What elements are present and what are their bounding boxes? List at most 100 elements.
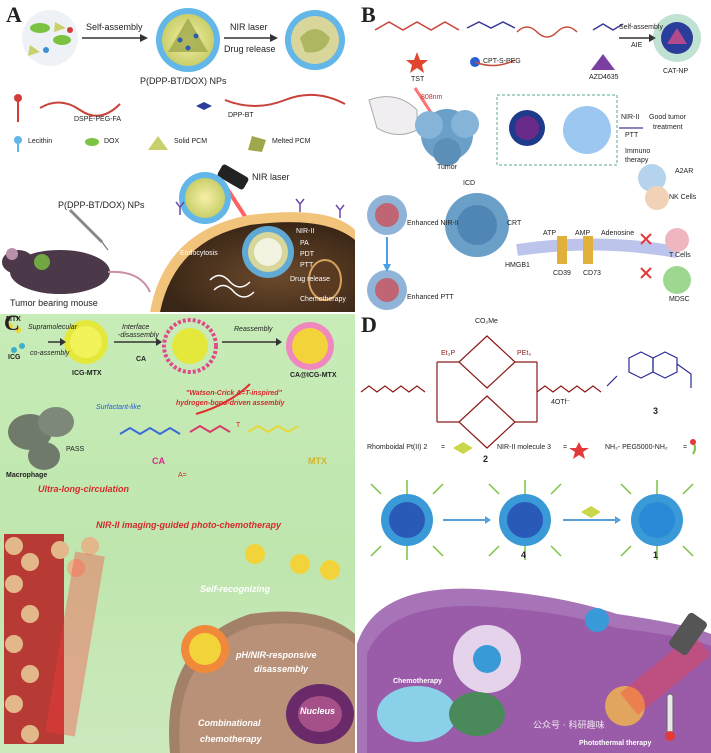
legend-solid: Solid PCM	[174, 138, 208, 145]
panel-a-letter: A	[6, 2, 22, 27]
nir-laser-label: NIR laser	[230, 22, 268, 32]
pass-label: PASS	[66, 446, 85, 453]
panel-c-graphic	[4, 318, 355, 753]
t-eq-label: T	[236, 422, 241, 429]
legend-melted: Melted PCM	[272, 138, 311, 145]
a-eq-label: A=	[178, 472, 187, 479]
drug-release-label: Drug release	[224, 44, 276, 54]
self-recog-label: Self-recognizing	[200, 584, 271, 594]
surfactant-label: Surfactant-like	[96, 404, 141, 411]
immuno-label-2: therapy	[625, 157, 649, 164]
watson-label-2: hydrogen-bond-driven assembly	[176, 400, 285, 407]
nucleus-label: Nucleus	[300, 706, 336, 716]
legend-dspe: DSPE-PEG-FA	[74, 116, 122, 123]
np-melted	[285, 10, 345, 70]
rhomb-label: Rhomboidal Pt(II) 2	[367, 444, 428, 451]
cell-label-pa: PA	[300, 240, 309, 247]
cd73-label: CD73	[583, 270, 601, 277]
cell-label-ptt: PTT	[300, 262, 314, 269]
atp-label: ATP	[543, 230, 557, 237]
mouse-illustration	[2, 248, 151, 294]
np-solid	[156, 8, 220, 72]
interface-label-1: Interface	[122, 324, 150, 331]
ca-mol-label: CA	[152, 456, 165, 466]
nps-label: P(DPP-BT/DOX) NPs	[140, 76, 227, 86]
self-assembly-label: Self-assembly	[86, 22, 143, 32]
nir-ptt-label-1: NIR-II	[621, 114, 640, 121]
nps-label-2: P(DPP-BT/DOX) NPs	[58, 200, 145, 210]
legend-dppbt: DPP-BT	[228, 112, 254, 119]
macrophage-label: Macrophage	[6, 472, 48, 479]
hmgb1-label: HMGB1	[505, 262, 530, 269]
good-label-2: treatment	[653, 124, 683, 131]
panel-b: B TST CPT-S-PEG AZD4635 Self-assembly AI…	[357, 0, 711, 312]
peg-label: NH₂- PEG5000-NH₂	[605, 444, 668, 451]
tst-label: TST	[411, 76, 425, 83]
laser-label: 808nm	[421, 94, 443, 101]
mdsc-label: MDSC	[669, 296, 690, 303]
panel-b-graphic	[367, 14, 701, 310]
panel-b-letter: B	[361, 2, 376, 27]
pet3-label: PEt₃	[517, 350, 532, 357]
ome-label: CO₂Me	[475, 318, 498, 325]
cell-label-chemotherapy: Chemotherapy	[300, 296, 346, 303]
np-row	[370, 480, 694, 560]
endocytosis-label: Endocytosis	[180, 250, 218, 257]
photo-label: Photothermal therapy	[579, 740, 652, 747]
comb-label-2: chemotherapy	[200, 734, 262, 744]
azd-label: AZD4635	[589, 74, 619, 81]
catnp-label: CAT-NP	[663, 68, 689, 75]
nir-molecule-structure	[606, 351, 692, 388]
ph-label-1: pH/NIR-responsive	[236, 650, 317, 660]
nir-laser-label-2: NIR laser	[252, 172, 290, 182]
coassembly-label: co-assembly	[30, 350, 70, 357]
self-assembly-b: Self-assembly	[619, 24, 663, 31]
rhomb-eq: =	[441, 444, 446, 451]
panel-c: C MTX ICG Supramolecular co-assembly ICG…	[0, 314, 355, 753]
interface-label-2: -disassembly	[118, 332, 159, 339]
ultra-label: Ultra-long-circulation	[38, 484, 130, 494]
cell-label-pdt: PDT	[300, 251, 314, 258]
caicgmtx-label: CA@ICG-MTX	[290, 372, 337, 379]
icd-label: ICD	[463, 180, 476, 187]
panel-c-letter: C	[4, 314, 20, 335]
immuno-label-1: Immuno	[625, 148, 651, 155]
cell-label-nir2: NIR-II	[296, 228, 315, 235]
et3p-label: Et₃P	[441, 350, 456, 357]
chemo-label: Chemotherapy	[393, 678, 443, 685]
mtx-mol-label: MTX	[308, 456, 327, 466]
mouse-label: Tumor bearing mouse	[10, 298, 98, 308]
nir-mol-label: NIR-II molecule 3	[497, 444, 552, 451]
supra-label: Supramolecular	[28, 324, 78, 331]
nir-ptt-label-2: PTT	[625, 132, 639, 139]
panel-d: D CO₂Me Et₃P PEt₃ 4OTf⁻ 2 3 Rhomboidal P…	[357, 314, 711, 753]
watermark: 公众号 · 科研趣味	[533, 721, 605, 731]
tcells-label: T Cells	[669, 252, 691, 259]
legend-a	[14, 93, 346, 152]
panel-d-letter: D	[361, 314, 377, 337]
cpt-label: CPT-S-PEG	[483, 58, 521, 65]
nir-mol-eq: =	[563, 444, 568, 451]
panel-a: A Self-assembly NIR laser Drug release P…	[0, 0, 355, 312]
cmpd3-label: 3	[653, 406, 659, 416]
cat-np	[653, 14, 701, 62]
nir-guided-label: NIR-II imaging-guided photo-chemotherapy	[96, 520, 281, 530]
good-label-1: Good tumor	[649, 114, 686, 121]
np4-label: 4	[521, 550, 527, 560]
icg-label: ICG	[8, 354, 21, 361]
panel-a-graphic	[2, 8, 355, 312]
cd39-label: CD39	[553, 270, 571, 277]
cmpd2-label: 2	[483, 454, 489, 464]
reassembly-label: Reassembly	[234, 326, 273, 333]
watson-label-1: "Watson-Crick A=T-inspired"	[186, 390, 282, 397]
tumor-cluster	[415, 109, 479, 166]
comb-label-1: Combinational	[198, 718, 261, 728]
peg-eq: =	[683, 444, 688, 451]
icgmtx-label: ICG-MTX	[72, 370, 102, 377]
otf-label: 4OTf⁻	[551, 399, 571, 406]
legend-dox: DOX	[104, 138, 120, 145]
mtx-label: MTX	[6, 316, 21, 323]
crt-label: CRT	[507, 220, 522, 227]
enh-ptt-label: Enhanced PTT	[407, 294, 454, 301]
legend-lecithin: Lecithin	[28, 138, 53, 145]
